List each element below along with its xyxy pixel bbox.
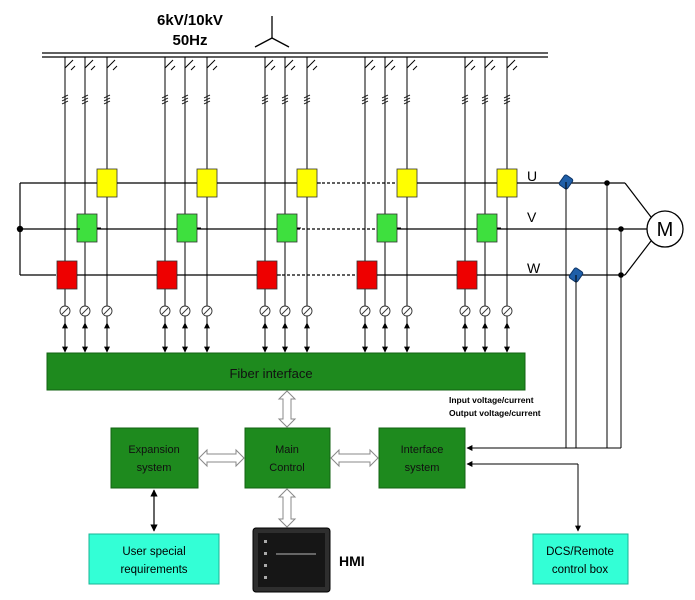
hmi-label: HMI: [339, 553, 365, 569]
fiber-main-hollow-arrow: [277, 390, 297, 428]
phase-label-u: U: [527, 168, 537, 184]
phase-label-v: V: [527, 209, 537, 225]
switch-blade-icon: [206, 59, 216, 69]
user-requirements-label-line1: User special: [122, 546, 185, 558]
user-requirements-label-line2: requirements: [120, 564, 187, 576]
switch-blade-icon: [464, 59, 474, 69]
power-cell-u: [296, 168, 318, 198]
motor-label: M: [657, 219, 674, 241]
switch-blade-icon: [406, 59, 416, 69]
power-cell-w: [56, 260, 78, 290]
switch-blade-icon: [264, 59, 274, 69]
motor: M: [646, 210, 684, 248]
power-cell-v: [276, 213, 298, 243]
main-control-block: [244, 427, 331, 489]
expansion-system-label-line1: Expansion: [128, 444, 179, 456]
dcs-remote-block: [532, 533, 629, 585]
main-interface-hollow-arrow: [330, 448, 379, 468]
expansion-system-label-line2: system: [137, 462, 172, 474]
expansion-main-hollow-arrow: [198, 448, 245, 468]
power-cell-u: [96, 168, 118, 198]
interface-system-label-line1: Interface: [401, 444, 444, 456]
power-cell-v: [376, 213, 398, 243]
transformer-symbol-icon: [254, 16, 290, 48]
power-cell-w: [156, 260, 178, 290]
phase-label-w: W: [527, 260, 541, 276]
power-cell-v: [476, 213, 498, 243]
power-cell-v: [176, 213, 198, 243]
switch-blade-icon: [106, 59, 116, 69]
fiber-interface-label: Fiber interface: [229, 366, 312, 381]
switch-blade-icon: [306, 59, 316, 69]
switch-blade-icon: [506, 59, 516, 69]
switch-blade-icon: [284, 59, 294, 69]
power-cell-group-2: [156, 57, 221, 353]
power-cell-group-4: [356, 57, 421, 353]
hmi-device-icon: [252, 527, 331, 593]
power-cell-u: [396, 168, 418, 198]
supply-busbar: [42, 52, 548, 58]
control-wiring: [150, 182, 622, 532]
power-cell-w: [356, 260, 378, 290]
switch-blade-icon: [484, 59, 494, 69]
power-cell-group-1: [56, 57, 121, 353]
power-cell-u: [496, 168, 518, 198]
fiber-interface-block: [46, 352, 526, 391]
feedback-label-input: Input voltage/current: [449, 395, 534, 405]
switch-blade-icon: [384, 59, 394, 69]
switch-blade-icon: [164, 59, 174, 69]
switch-blade-icon: [84, 59, 94, 69]
user-requirements-block: [88, 533, 220, 585]
power-cell-group-3: [256, 57, 321, 353]
supply-voltage-label: 6kV/10kV: [157, 12, 223, 29]
switch-blade-icon: [64, 59, 74, 69]
main-control-label-line2: Control: [269, 462, 304, 474]
power-cell-w: [456, 260, 478, 290]
power-cell-array: [56, 57, 521, 353]
neutral-node: [16, 225, 24, 233]
expansion-system-block: [110, 427, 199, 489]
power-cell-group-5: [456, 57, 521, 353]
power-cell-v: [76, 213, 98, 243]
main-hmi-hollow-arrow: [277, 488, 297, 528]
power-cell-u: [196, 168, 218, 198]
interface-system-block: [378, 427, 466, 489]
power-cell-w: [256, 260, 278, 290]
interface-system-label-line2: system: [405, 462, 440, 474]
feedback-label-output: Output voltage/current: [449, 408, 541, 418]
dcs-remote-label-line2: control box: [552, 564, 609, 576]
switch-blade-icon: [184, 59, 194, 69]
main-control-label-line1: Main: [275, 444, 299, 456]
switch-blade-icon: [364, 59, 374, 69]
dcs-remote-label-line1: DCS/Remote: [546, 546, 614, 558]
supply-frequency-label: 50Hz: [172, 32, 207, 49]
